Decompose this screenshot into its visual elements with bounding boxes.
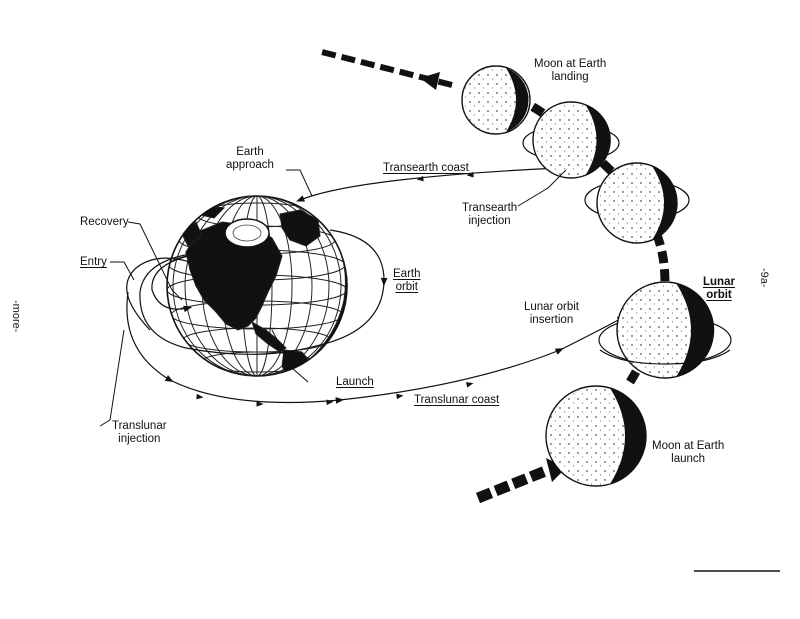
label-line: Moon at Earth <box>534 58 607 70</box>
label-transearth-coast: Transearth coast <box>383 162 469 174</box>
label-line: Lunar <box>703 276 735 288</box>
label-line: insertion <box>529 314 574 326</box>
moon-in-lunar-orbit <box>598 281 732 379</box>
label-line: orbit <box>395 281 418 293</box>
label-lunar-orbit: Lunar orbit <box>703 276 735 302</box>
label-line: injection <box>468 215 511 227</box>
translunar-trajectory <box>126 257 191 331</box>
moon-at-earth-landing <box>461 65 531 135</box>
label-moon-at-earth-launch: Moon at Earth launch <box>652 440 724 466</box>
earth-globe <box>166 195 348 377</box>
moon-at-earth-launch <box>545 385 647 487</box>
leader-entry <box>110 261 135 281</box>
label-translunar-coast: Translunar coast <box>414 394 500 406</box>
margin-page-number: -9a- <box>758 268 770 288</box>
label-recovery: Recovery <box>80 216 129 228</box>
moon-leaving-orbit <box>522 101 620 179</box>
moon-transearth-injection <box>584 162 690 244</box>
label-line: Transearth <box>462 202 518 214</box>
label-line: launch <box>671 453 706 465</box>
label-entry: Entry <box>80 256 107 268</box>
label-earth-orbit: Earth orbit <box>393 268 421 294</box>
label-line: orbit <box>706 289 732 301</box>
label-line: Translunar <box>112 420 167 432</box>
leader-recovery <box>127 221 183 301</box>
leader-lines <box>99 169 567 427</box>
leader-earth-approach <box>286 169 313 197</box>
label-line: approach <box>226 159 274 171</box>
leader-launch <box>271 329 309 383</box>
leader-transearth-injection <box>517 169 567 207</box>
label-line: injection <box>118 433 161 445</box>
margin-more: -more- <box>10 300 22 333</box>
transearth-coast-path <box>296 167 561 202</box>
label-lunar-orbit-insertion: Lunar orbit insertion <box>524 301 579 327</box>
label-translunar-injection: Translunar injection <box>112 420 167 446</box>
label-launch: Launch <box>336 376 374 388</box>
label-moon-at-earth-landing: Moon at Earth landing <box>534 58 606 84</box>
label-line: Moon at Earth <box>652 440 725 452</box>
label-transearth-injection: Transearth injection <box>462 202 517 228</box>
label-line: Earth <box>393 268 421 280</box>
label-line: Lunar orbit <box>524 301 579 313</box>
label-earth-approach: Earth approach <box>226 146 274 172</box>
entry-path <box>151 255 193 313</box>
label-line: Earth <box>236 146 264 158</box>
leader-translunar-injection <box>99 329 125 427</box>
label-line: landing <box>551 71 589 83</box>
